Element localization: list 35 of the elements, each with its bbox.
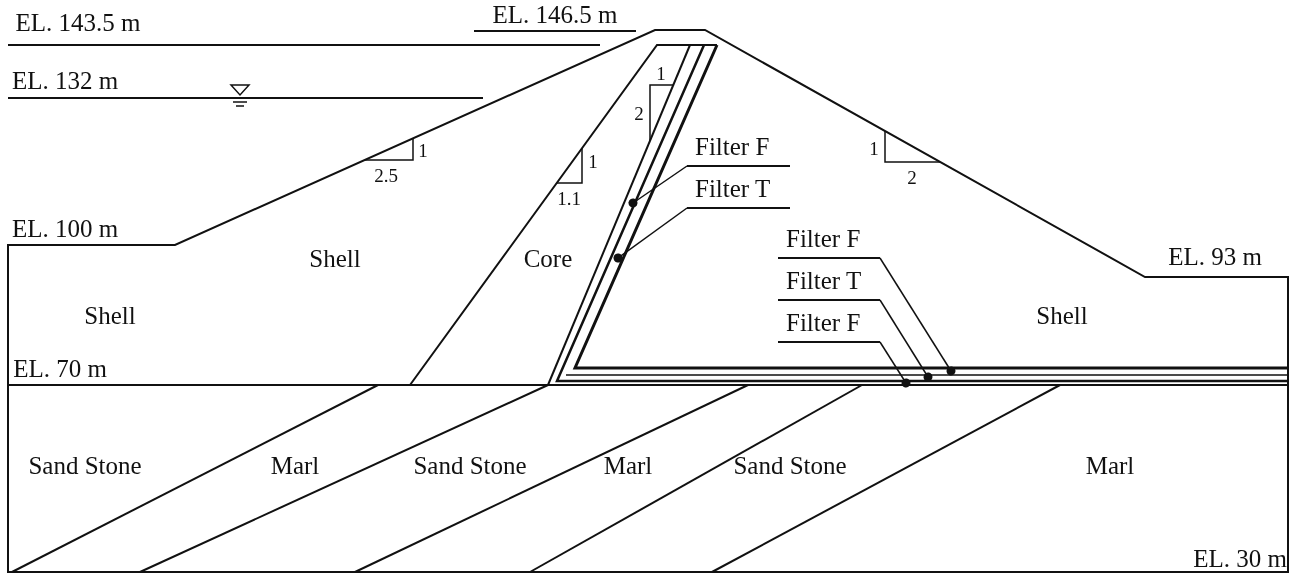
leader-line [879,299,933,382]
filter-label: Filter T [778,266,880,301]
slope-ratio: 1.1 [557,188,581,208]
zone-label: Shell [84,302,136,328]
rock-layer-label: Sand Stone [28,452,142,478]
slope-ratio: 1 [869,138,879,158]
slope-ratio: 2 [907,167,917,187]
elevation-label: EL. 30 m [1193,545,1287,571]
elevation-label: EL. 143.5 m [15,9,141,35]
slope-ratio: 2.5 [374,165,398,185]
zone-label: Core [523,245,573,271]
leader-line [613,207,688,263]
filter-label: Filter F [687,132,790,167]
elevation-label: EL. 132 m [11,67,119,93]
leader-line [879,341,911,388]
rock-layer-label: Sand Stone [413,452,527,478]
filter-label: Filter F [778,224,880,259]
leader-line [879,257,956,376]
filter-label: Filter F [778,308,880,343]
zone-label: Shell [1036,302,1088,328]
elevation-label: EL. 100 m [11,215,119,241]
elevation-label: EL. 93 m [1168,243,1262,269]
elevation-label: EL. 146.5 m [492,1,618,27]
rock-layer-label: Marl [1085,452,1135,478]
leader-line [628,165,688,208]
slope-ratio: 2 [634,103,644,123]
rock-layer-label: Marl [603,452,653,478]
slope-ratio: 1 [588,151,598,171]
rock-layer-label: Sand Stone [733,452,847,478]
slope-ratio: 1 [656,63,666,83]
rock-layer-label: Marl [270,452,320,478]
elevation-label: EL. 70 m [13,355,107,381]
zone-label: Shell [309,245,361,271]
slope-ratio: 1 [418,140,428,160]
filter-label: Filter T [687,174,790,209]
